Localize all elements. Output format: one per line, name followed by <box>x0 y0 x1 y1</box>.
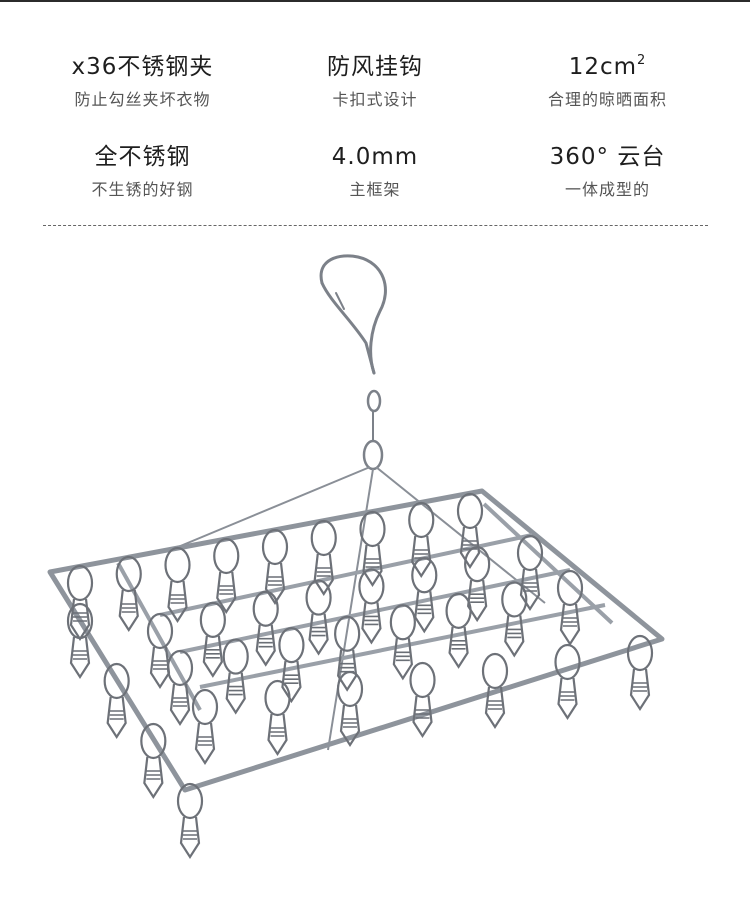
clothespin <box>278 627 305 704</box>
clothespin <box>140 722 167 800</box>
clothespin <box>199 601 226 678</box>
feature-subtitle: 主框架 <box>349 180 401 199</box>
feature-clips: x36不锈钢夹 防止勾丝夹坏衣物 <box>0 44 285 134</box>
clothespin <box>626 634 654 712</box>
feature-area: 12cm2 合理的晾晒面积 <box>465 44 750 134</box>
feature-subtitle: 防止勾丝夹坏衣物 <box>74 90 211 109</box>
clothespin <box>222 638 249 715</box>
top-border-line <box>0 0 750 2</box>
clothespin <box>481 652 509 730</box>
clothespin <box>445 592 472 669</box>
clothespin <box>389 604 416 681</box>
clothespin <box>358 568 385 645</box>
clothespin <box>409 661 436 739</box>
feature-title: 防风挂钩 <box>327 54 423 80</box>
clothespin <box>164 546 191 624</box>
clothespin <box>305 579 332 656</box>
feature-grid: x36不锈钢夹 防止勾丝夹坏衣物 防风挂钩 卡扣式设计 12cm2 合理的晾晒面… <box>0 44 750 224</box>
clothespin <box>115 555 142 633</box>
feature-subtitle: 卡扣式设计 <box>332 90 418 109</box>
clothespin <box>264 679 291 757</box>
feature-material: 全不锈钢 不生锈的好钢 <box>0 134 285 224</box>
feature-title: 360° 云台 <box>549 144 666 170</box>
clothespin <box>213 537 240 615</box>
hanger-frame <box>47 488 665 793</box>
feature-swivel: 360° 云台 一体成型的 <box>465 134 750 224</box>
clothespin <box>336 670 364 748</box>
clothespin <box>501 581 528 658</box>
feature-subtitle: 合理的晾晒面积 <box>547 90 667 109</box>
clothespin <box>408 501 435 579</box>
clothes-hanger-image <box>47 254 665 860</box>
clothespin-clips <box>66 492 654 860</box>
feature-hook: 防风挂钩 卡扣式设计 <box>285 44 465 134</box>
clothespin <box>66 602 94 680</box>
feature-title: 全不锈钢 <box>94 144 191 170</box>
clothespin <box>176 782 204 860</box>
feature-title: x36不锈钢夹 <box>71 54 214 80</box>
clothespin <box>464 546 491 623</box>
clothespin <box>252 590 279 667</box>
clothespin <box>359 510 386 588</box>
clothespin <box>261 528 289 606</box>
clothespin <box>411 557 438 634</box>
clothespin <box>456 492 484 570</box>
dashed-divider <box>43 225 708 226</box>
clothespin <box>334 615 361 692</box>
feature-frame: 4.0mm 主框架 <box>285 134 465 224</box>
feature-title: 4.0mm <box>331 144 419 170</box>
clothespin <box>191 688 219 766</box>
clothespin <box>554 643 581 721</box>
feature-subtitle: 一体成型的 <box>564 180 650 199</box>
hanger-hook <box>319 254 387 471</box>
feature-title: 12cm2 <box>568 53 647 80</box>
clothespin <box>166 649 194 727</box>
clothespin <box>310 519 337 597</box>
feature-subtitle: 不生锈的好钢 <box>91 180 194 199</box>
clothespin <box>556 569 584 647</box>
clothespin <box>103 662 130 740</box>
